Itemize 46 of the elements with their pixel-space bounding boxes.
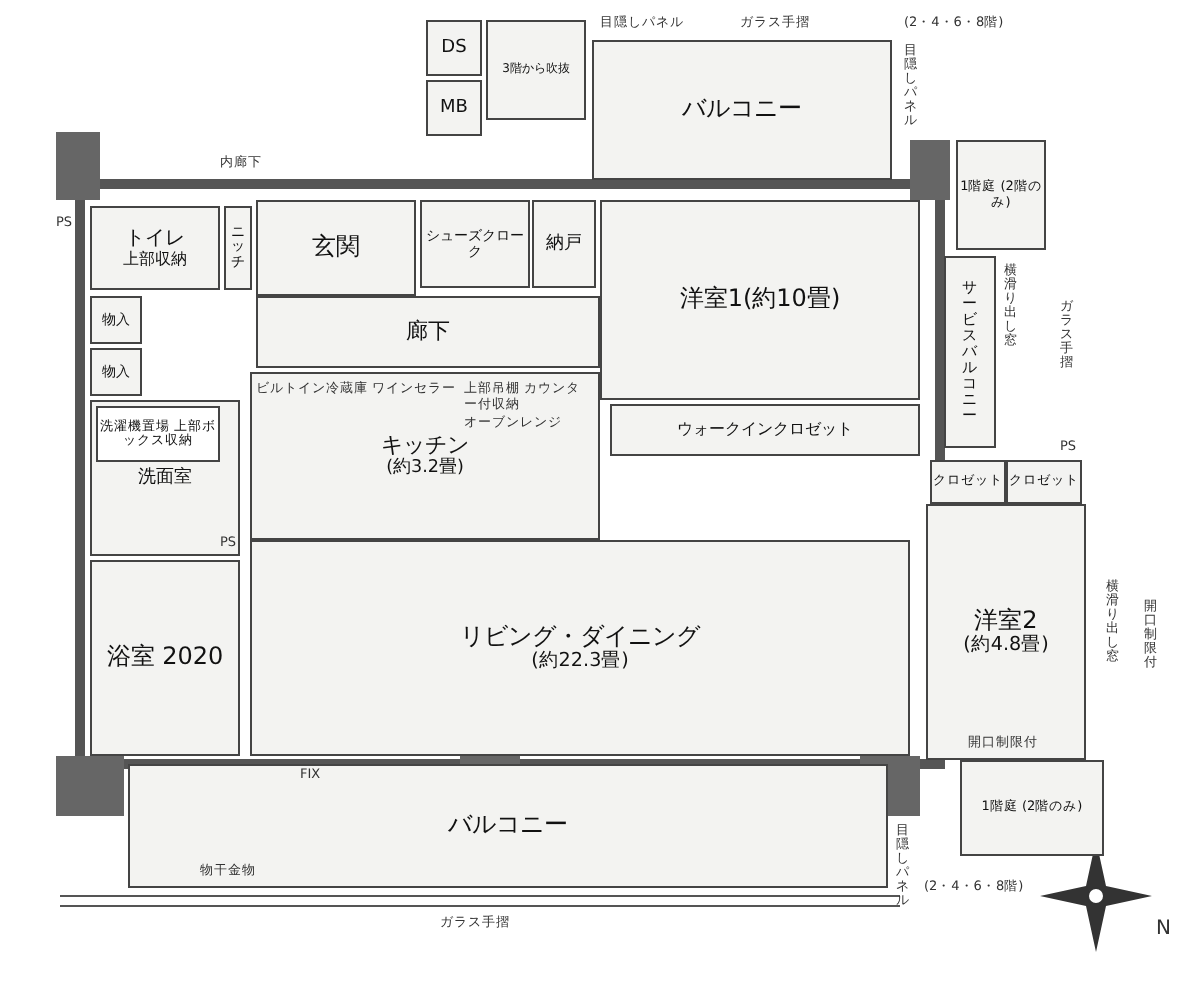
- balcony-area: [128, 764, 888, 888]
- room-name: ウォークインクロゼット: [677, 420, 853, 440]
- room-name: リビング・ダイニング: [460, 623, 700, 650]
- garden-area: [960, 760, 1104, 856]
- hallway: [256, 296, 600, 368]
- room-note: (約4.8畳): [963, 634, 1049, 657]
- balcony-area: [592, 40, 892, 180]
- storage-closet: [90, 348, 142, 396]
- bedroom: [926, 504, 1086, 760]
- room-name: 洋室2: [974, 607, 1038, 634]
- room-name: バルコニー: [448, 812, 568, 840]
- storage-room: [532, 200, 596, 288]
- room-name: 納戸: [546, 233, 582, 255]
- laundry-space: [96, 406, 220, 462]
- room-note: 上部収納: [123, 250, 187, 269]
- room-name: 玄関: [312, 234, 360, 262]
- toilet-room: [90, 206, 220, 290]
- service-balcony: [944, 256, 996, 448]
- garden-area: [956, 140, 1046, 250]
- room-name: バルコニー: [682, 96, 802, 124]
- bedroom: [600, 200, 920, 400]
- washroom: [90, 400, 240, 556]
- shoe-closet: [420, 200, 530, 288]
- storage-closet: [90, 296, 142, 344]
- room-name: 洗面室: [138, 467, 192, 489]
- room-name: 廊下: [406, 319, 450, 345]
- room-note: (約3.2畳): [386, 458, 464, 479]
- entrance-hall: [256, 200, 416, 296]
- compass-letter: N: [1156, 920, 1171, 940]
- niche: [224, 206, 252, 290]
- living-dining-room: [250, 540, 910, 756]
- room-name: 浴室 2020: [106, 644, 224, 672]
- room-name: トイレ: [125, 227, 185, 250]
- shaft-room: [426, 80, 482, 136]
- room-name: キッチン: [381, 433, 469, 458]
- closet: [930, 460, 1006, 504]
- room-note: (約22.3畳): [531, 650, 629, 673]
- walk-in-closet: [610, 404, 920, 456]
- shaft-room: [426, 20, 482, 76]
- bathroom: [90, 560, 240, 756]
- void-area: [486, 20, 586, 120]
- room-name: DS: [441, 37, 467, 59]
- room-name: MB: [440, 97, 468, 119]
- room-name: 洋室1(約10畳): [679, 286, 841, 314]
- closet: [1006, 460, 1082, 504]
- kitchen-area: [250, 372, 600, 540]
